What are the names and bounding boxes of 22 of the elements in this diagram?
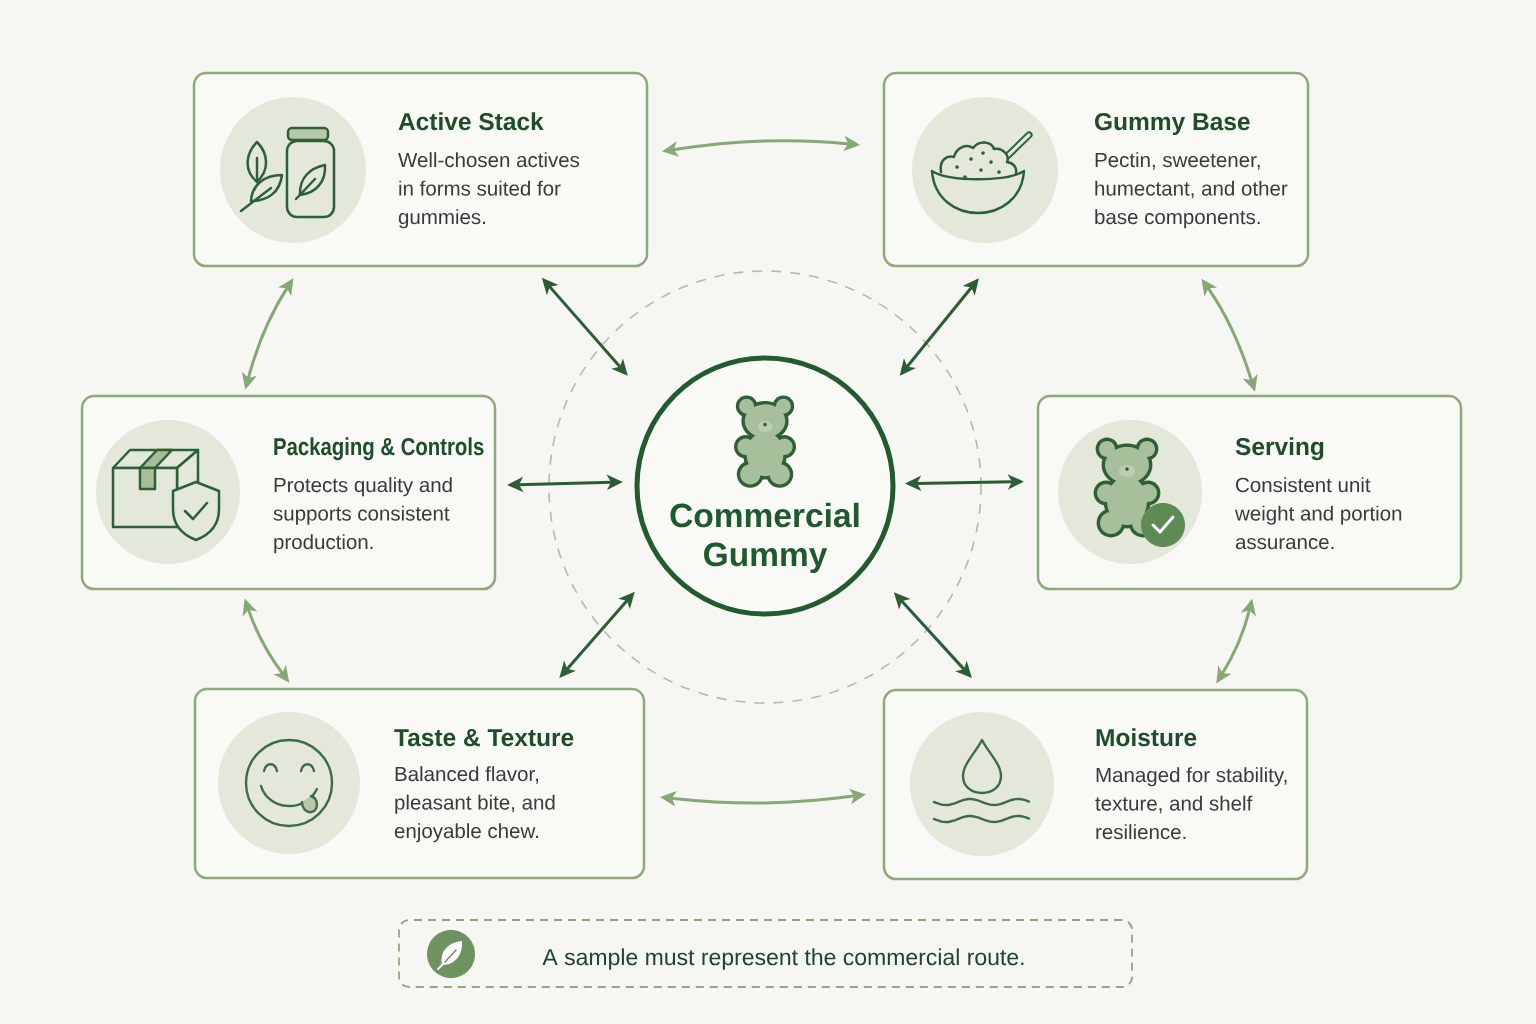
hub-label: Commercial Gummy: [670, 502, 859, 573]
card-title: Gummy Base: [1095, 112, 1250, 136]
info-card: [1036, 394, 1463, 591]
card-text: Managed for stability, texture, and shelf resilience.: [1095, 767, 1287, 840]
card-text: Balanced flavor, pleasant bite, and enjoyable chew.: [394, 766, 555, 843]
info-card: [882, 71, 1310, 268]
card-text: Well-chosen actives in forms suited for gummies.: [398, 152, 580, 229]
card-text: Protects quality and supports consistent production.: [273, 477, 452, 554]
info-card: [193, 687, 646, 880]
card-text: Consistent unit weight and portion assurance.: [1235, 477, 1402, 550]
info-card: [882, 688, 1309, 881]
note-text: A sample must represent the commercial route.: [542, 948, 1024, 970]
card-title: Serving: [1235, 437, 1324, 461]
card-title: Active Stack: [398, 112, 544, 131]
card-title: Taste & Texture: [394, 729, 574, 747]
note-box: [398, 919, 1133, 988]
info-card: [192, 71, 649, 268]
info-card: [80, 394, 497, 591]
hub-circle: [634, 355, 896, 617]
card-title: Packaging & Controls: [274, 437, 484, 461]
card-text: Pectin, sweetener, humectant, and other base components.: [1095, 152, 1288, 229]
card-title: Moisture: [1096, 728, 1197, 747]
